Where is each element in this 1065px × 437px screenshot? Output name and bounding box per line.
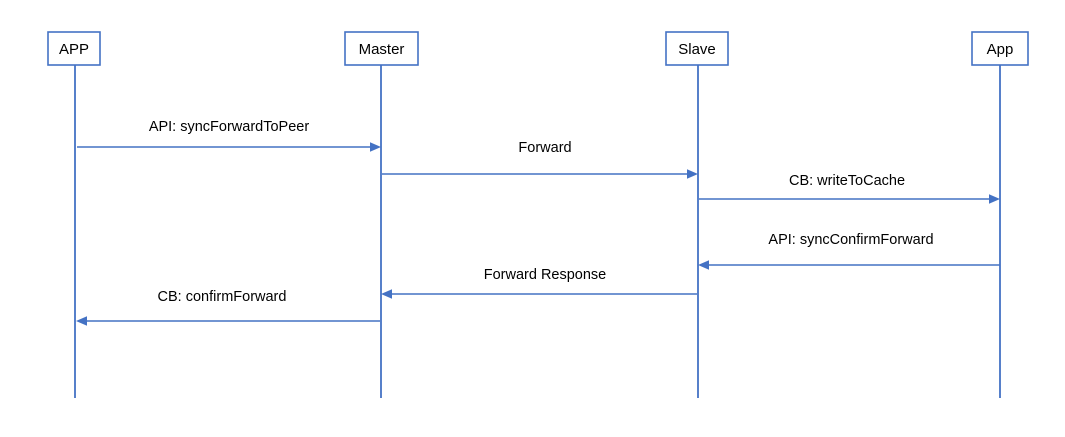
arrow-head-right-1 bbox=[370, 142, 381, 152]
message-api-syncconfirmforward[interactable]: API: syncConfirmForward bbox=[698, 232, 1000, 270]
message-label-api-syncforwardtopeer: API: syncForwardToPeer bbox=[149, 119, 310, 135]
message-label-cb-confirmforward: CB: confirmForward bbox=[158, 289, 287, 305]
message-api-syncforwardtopeer[interactable]: API: syncForwardToPeer bbox=[77, 119, 381, 152]
message-cb-confirmforward[interactable]: CB: confirmForward bbox=[76, 289, 380, 326]
lifelines-group bbox=[74, 65, 1001, 398]
participant-label-app-right: App bbox=[987, 41, 1014, 58]
arrow-head-right-3 bbox=[989, 194, 1000, 204]
participant-label-app-left: APP bbox=[59, 41, 89, 58]
arrow-head-left-6 bbox=[76, 316, 87, 326]
participant-box-app-left[interactable] bbox=[47, 31, 101, 66]
participant-label-slave: Slave bbox=[678, 41, 716, 58]
participant-app-left[interactable]: APP bbox=[47, 31, 101, 66]
participant-slave[interactable]: Slave bbox=[665, 31, 729, 66]
arrow-head-left-4 bbox=[698, 260, 709, 270]
participant-master[interactable]: Master bbox=[344, 31, 419, 66]
arrow-head-left-5 bbox=[381, 289, 392, 299]
participant-box-slave[interactable] bbox=[665, 31, 729, 66]
arrow-head-right-2 bbox=[687, 169, 698, 179]
message-label-forward: Forward bbox=[518, 140, 571, 156]
message-forward[interactable]: Forward bbox=[382, 140, 698, 179]
participant-app-right[interactable]: App bbox=[971, 31, 1029, 66]
participant-box-master[interactable] bbox=[344, 31, 419, 66]
participant-label-master: Master bbox=[359, 41, 405, 58]
message-forward-response[interactable]: Forward Response bbox=[381, 267, 697, 299]
message-label-cb-writetocache: CB: writeToCache bbox=[789, 173, 905, 189]
message-label-api-syncconfirmforward: API: syncConfirmForward bbox=[768, 232, 933, 248]
message-cb-writetocache[interactable]: CB: writeToCache bbox=[699, 173, 1000, 204]
participant-box-app-right[interactable] bbox=[971, 31, 1029, 66]
message-label-forward-response: Forward Response bbox=[484, 267, 607, 283]
